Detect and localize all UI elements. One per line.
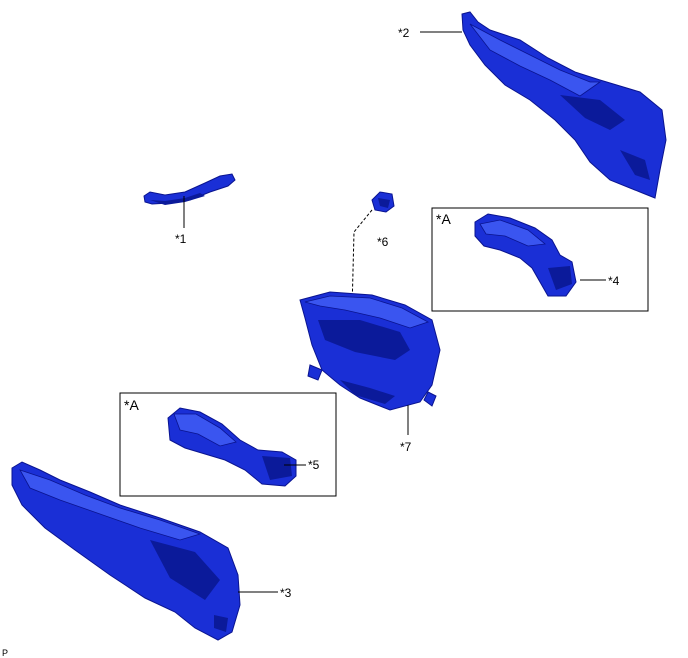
part-6-dashed-lead (351, 209, 373, 311)
box-label-upper: *A (436, 211, 451, 227)
callout-6: *6 (377, 235, 389, 249)
corner-code: P (2, 648, 8, 658)
box-label-lower: *A (124, 397, 139, 413)
detail-box-a-lower (119, 392, 337, 497)
callout-5: *5 (308, 458, 320, 472)
detail-box-a-upper (431, 207, 649, 312)
part-6-clip (371, 191, 395, 213)
callout-3: *3 (280, 586, 292, 600)
part-3-side-trim-panel (11, 461, 241, 641)
callout-7: *7 (400, 440, 412, 454)
callout-2: *2 (398, 26, 410, 40)
part-4-air-duct (474, 213, 577, 297)
part-5-air-duct (167, 407, 297, 487)
part-7-console-box (299, 291, 441, 411)
part-1-bracket (143, 173, 236, 205)
callout-1: *1 (175, 232, 187, 246)
callout-4: *4 (608, 274, 620, 288)
part-2-side-trim-panel (461, 11, 667, 199)
